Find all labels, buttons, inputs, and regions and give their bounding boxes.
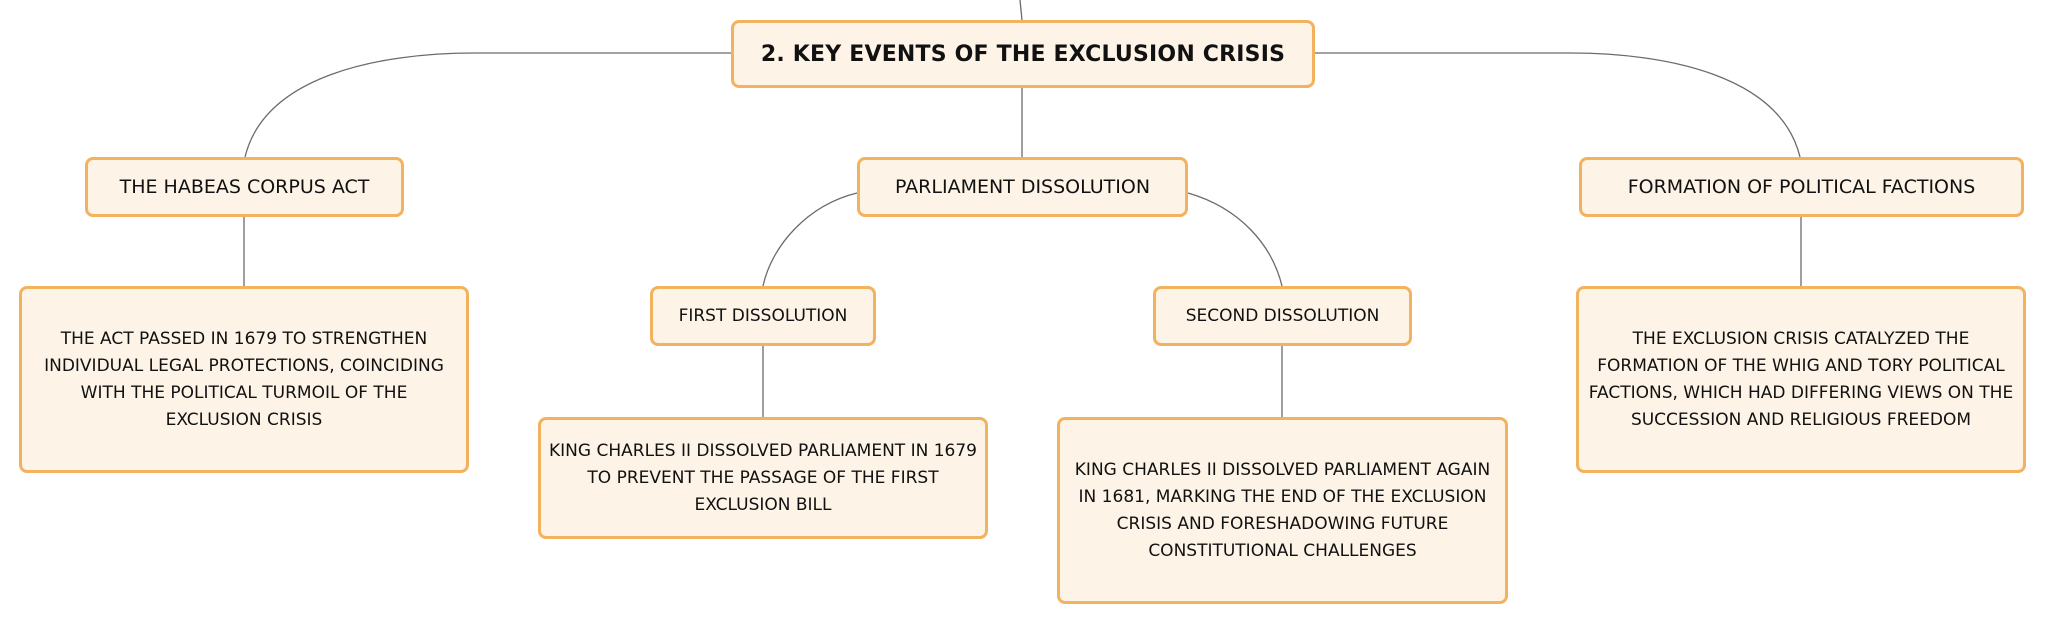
root-node[interactable]: 2. KEY EVENTS OF THE EXCLUSION CRISIS: [731, 20, 1315, 88]
connector-root-factions: [1315, 52, 1801, 158]
habeas-label: THE HABEAS CORPUS ACT: [119, 176, 370, 198]
factions-label: FORMATION OF POLITICAL FACTIONS: [1627, 176, 1976, 198]
node-political-factions[interactable]: FORMATION OF POLITICAL FACTIONS: [1579, 157, 2024, 217]
connector-incoming: [1019, 0, 1023, 21]
first-dissolution-detail-text: KING CHARLES II DISSOLVED PARLIAMENT IN …: [549, 440, 977, 515]
first-dissolution-label: FIRST DISSOLUTION: [678, 306, 848, 326]
factions-detail-text: THE EXCLUSION CRISIS CATALYZED THE FORMA…: [1588, 328, 2014, 430]
detail-second-dissolution[interactable]: KING CHARLES II DISSOLVED PARLIAMENT AGA…: [1057, 417, 1508, 604]
connector-root-habeas: [244, 52, 731, 158]
node-first-dissolution[interactable]: FIRST DISSOLUTION: [650, 286, 876, 346]
detail-political-factions[interactable]: THE EXCLUSION CRISIS CATALYZED THE FORMA…: [1576, 286, 2026, 473]
detail-habeas-corpus-act[interactable]: THE ACT PASSED IN 1679 TO STRENGTHEN IND…: [19, 286, 469, 473]
detail-first-dissolution[interactable]: KING CHARLES II DISSOLVED PARLIAMENT IN …: [538, 417, 988, 539]
parliament-label: PARLIAMENT DISSOLUTION: [894, 176, 1151, 198]
node-second-dissolution[interactable]: SECOND DISSOLUTION: [1153, 286, 1412, 346]
connector-parliament-first: [762, 192, 858, 287]
habeas-detail-text: THE ACT PASSED IN 1679 TO STRENGTHEN IND…: [44, 328, 444, 430]
second-dissolution-label: SECOND DISSOLUTION: [1185, 306, 1380, 326]
node-parliament-dissolution[interactable]: PARLIAMENT DISSOLUTION: [857, 157, 1188, 217]
root-label: 2. KEY EVENTS OF THE EXCLUSION CRISIS: [760, 41, 1286, 67]
node-habeas-corpus-act[interactable]: THE HABEAS CORPUS ACT: [85, 157, 404, 217]
second-dissolution-detail-text: KING CHARLES II DISSOLVED PARLIAMENT AGA…: [1074, 459, 1491, 561]
connector-parliament-second: [1187, 192, 1283, 287]
